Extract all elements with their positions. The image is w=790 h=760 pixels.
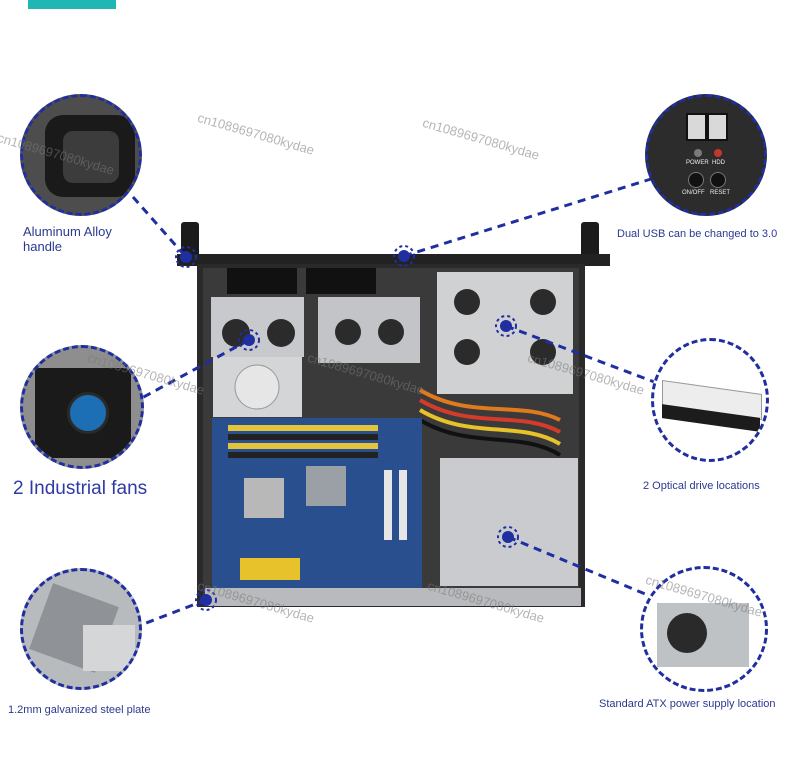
fan-detail-image xyxy=(20,345,144,469)
handle-detail-image xyxy=(20,94,142,216)
hdd-label: HDD xyxy=(712,160,725,166)
optical-drive-cage xyxy=(437,272,573,394)
power-button xyxy=(688,172,704,188)
callout-dot-optical xyxy=(500,320,512,332)
hdd-led xyxy=(714,149,722,157)
label-industrial-fans: 2 Industrial fans xyxy=(13,478,148,499)
cpu-socket xyxy=(244,478,284,518)
chipset-heatsink xyxy=(306,466,346,506)
callout-dot-plate xyxy=(200,594,212,606)
atx-psu-detail-image xyxy=(640,566,768,692)
steel-plate-detail-image xyxy=(20,568,142,690)
fan-2 xyxy=(306,268,376,294)
reset-button xyxy=(710,172,726,188)
label-dual-usb: Dual USB can be changed to 3.0 xyxy=(617,228,778,240)
optical-drive-detail-image xyxy=(651,338,769,462)
usb-panel-detail-image: POWER HDD ON/OFF RESET xyxy=(645,94,767,216)
callout-dot-handle xyxy=(180,251,192,263)
reset-label: RESET xyxy=(710,190,731,196)
label-atx-psu: Standard ATX power supply location xyxy=(599,698,776,710)
callout-dot-fans xyxy=(243,334,255,346)
power-label: POWER xyxy=(686,160,709,166)
right-handle xyxy=(581,222,599,260)
callout-dot-usb xyxy=(398,250,410,262)
fan-1 xyxy=(227,268,297,294)
label-steel-plate: 1.2mm galvanized steel plate xyxy=(8,704,151,716)
power-led xyxy=(694,149,702,157)
label-aluminum-handle: Aluminum Alloy handle xyxy=(23,224,112,254)
middle-bracket xyxy=(318,297,420,363)
front-panel-bar xyxy=(177,254,610,266)
header-accent-bar xyxy=(28,0,116,9)
callout-dot-psu xyxy=(502,531,514,543)
onoff-label: ON/OFF xyxy=(682,190,705,196)
power-supply-unit xyxy=(440,458,578,586)
label-optical-drives: 2 Optical drive locations xyxy=(643,480,760,492)
